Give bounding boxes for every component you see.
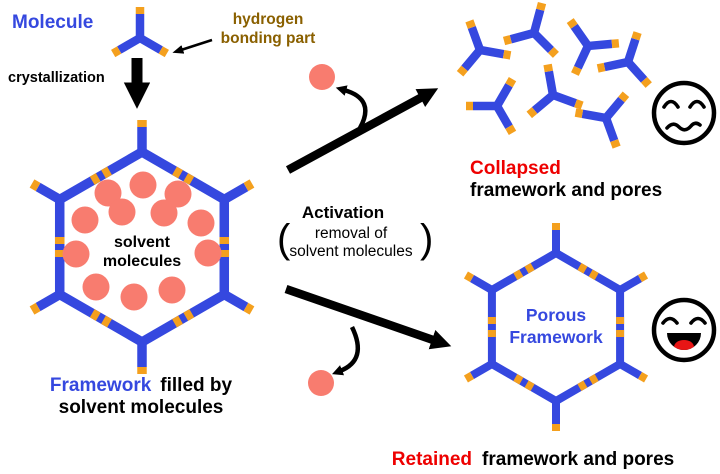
single-molecule-icon bbox=[113, 7, 167, 54]
hex-edge bbox=[139, 147, 227, 204]
hydrogen-bond-band bbox=[89, 173, 101, 185]
collapsed-subtitle: framework and pores bbox=[470, 180, 662, 201]
solvent-molecule bbox=[108, 198, 136, 226]
hydrogen-bond-band bbox=[513, 374, 524, 385]
solvent-molecule bbox=[187, 209, 215, 237]
hex-joint bbox=[552, 397, 560, 405]
tongue bbox=[674, 340, 694, 350]
activation-title: Activation bbox=[302, 203, 384, 222]
hex-joint bbox=[219, 289, 230, 300]
solvent-molecule bbox=[71, 206, 99, 234]
porous-label-line2: Framework bbox=[509, 327, 603, 347]
hydrogen-bond-band bbox=[183, 309, 195, 321]
paren-open: ( bbox=[277, 217, 291, 261]
solvent-escape-arrow-bottom-icon bbox=[332, 326, 361, 376]
hex-spike-tip bbox=[29, 179, 41, 192]
hydrogen-bond-band bbox=[588, 269, 599, 280]
hydrogen-bond-band bbox=[101, 166, 112, 179]
collapsed-molecule bbox=[504, 0, 568, 55]
solvent-molecule bbox=[94, 179, 122, 207]
hex-spike-tip bbox=[243, 179, 255, 192]
molecule-label: Molecule bbox=[12, 12, 93, 33]
hex-edge bbox=[489, 249, 559, 294]
hydrogen-bond-band bbox=[524, 380, 535, 391]
collapsed-molecule bbox=[521, 60, 582, 115]
hex-joint bbox=[219, 194, 230, 205]
solvent-molecule bbox=[120, 283, 148, 311]
sad-face-icon bbox=[651, 80, 717, 146]
arrow-to-retained-icon bbox=[284, 284, 452, 350]
hydrogen-bond-band bbox=[172, 315, 183, 328]
collapsed-molecule bbox=[575, 77, 646, 147]
hydrogen-bond-band bbox=[513, 269, 524, 280]
hydrogen-bond-band bbox=[101, 315, 112, 328]
filled-caption-line2: solvent molecules bbox=[59, 397, 224, 418]
hydrogen-bond-band bbox=[183, 173, 195, 185]
solvent-molecule bbox=[194, 239, 222, 267]
activation-sub1: removal of bbox=[315, 225, 388, 242]
collapsed-molecule bbox=[444, 12, 510, 74]
hex-spike-tip bbox=[243, 302, 255, 315]
hex-edge bbox=[57, 147, 145, 204]
arrow-to-collapsed-icon bbox=[285, 88, 439, 174]
filled-framework-hexagon bbox=[29, 120, 255, 374]
hex-edge bbox=[553, 360, 623, 405]
crystallization-label: crystallization bbox=[8, 70, 105, 86]
hex-joint bbox=[616, 286, 625, 294]
hydrogen-bond-band bbox=[588, 374, 599, 385]
collapsed-molecule bbox=[598, 24, 663, 85]
hex-joint bbox=[487, 360, 496, 368]
activation-sub2: solvent molecules bbox=[289, 243, 412, 260]
paren-close: ) bbox=[420, 217, 433, 261]
hex-spike-tip bbox=[638, 271, 649, 282]
hydrogen-bond-band bbox=[89, 309, 101, 321]
escaping-solvent-molecule bbox=[309, 64, 335, 90]
solvent-molecule bbox=[82, 273, 110, 301]
solvent-molecule bbox=[129, 171, 157, 199]
hex-joint bbox=[54, 194, 65, 205]
solvent-escape-arrow-top-icon bbox=[335, 85, 368, 130]
porous-label-line1: Porous bbox=[526, 305, 587, 325]
hex-joint bbox=[54, 289, 65, 300]
happy-face-icon bbox=[651, 297, 717, 363]
hydrogen-bond-band bbox=[172, 166, 183, 179]
retained-framework-hexagon bbox=[463, 223, 649, 431]
hydrogen-label-line1: hydrogen bbox=[233, 11, 304, 28]
collapsed-molecule bbox=[466, 66, 536, 133]
hydrogen-pointer-arrow-icon bbox=[172, 38, 213, 54]
solvent-molecules-group bbox=[62, 171, 222, 311]
hex-joint bbox=[487, 286, 496, 294]
hydrogen-bond-band bbox=[577, 263, 588, 274]
solvent-molecule bbox=[158, 276, 186, 304]
solvent-molecule bbox=[150, 199, 178, 227]
hydrogen-bond-band bbox=[524, 263, 535, 274]
hex-edge bbox=[553, 249, 623, 294]
hex-edge bbox=[489, 360, 559, 405]
hex-spike-tip bbox=[463, 271, 474, 282]
hex-joint bbox=[616, 360, 625, 368]
solvent-label-line1: solvent bbox=[114, 234, 171, 251]
hex-joint bbox=[137, 337, 147, 347]
hex-edge bbox=[139, 290, 227, 347]
hydrogen-bond-band bbox=[577, 380, 588, 391]
hex-spike-tip bbox=[29, 302, 41, 315]
hex-edge bbox=[57, 290, 145, 347]
hydrogen-label-line2: bonding part bbox=[221, 30, 316, 47]
hex-spike-tip bbox=[638, 372, 649, 383]
solvent-molecule bbox=[164, 180, 192, 208]
collapsed-molecules-group bbox=[444, 0, 663, 147]
solvent-label-line2: molecules bbox=[103, 253, 181, 270]
hex-spike-tip bbox=[463, 372, 474, 383]
solvent-molecule bbox=[62, 240, 90, 268]
collapsed-title: Collapsed bbox=[470, 158, 561, 179]
escaping-solvent-molecule bbox=[308, 370, 334, 396]
